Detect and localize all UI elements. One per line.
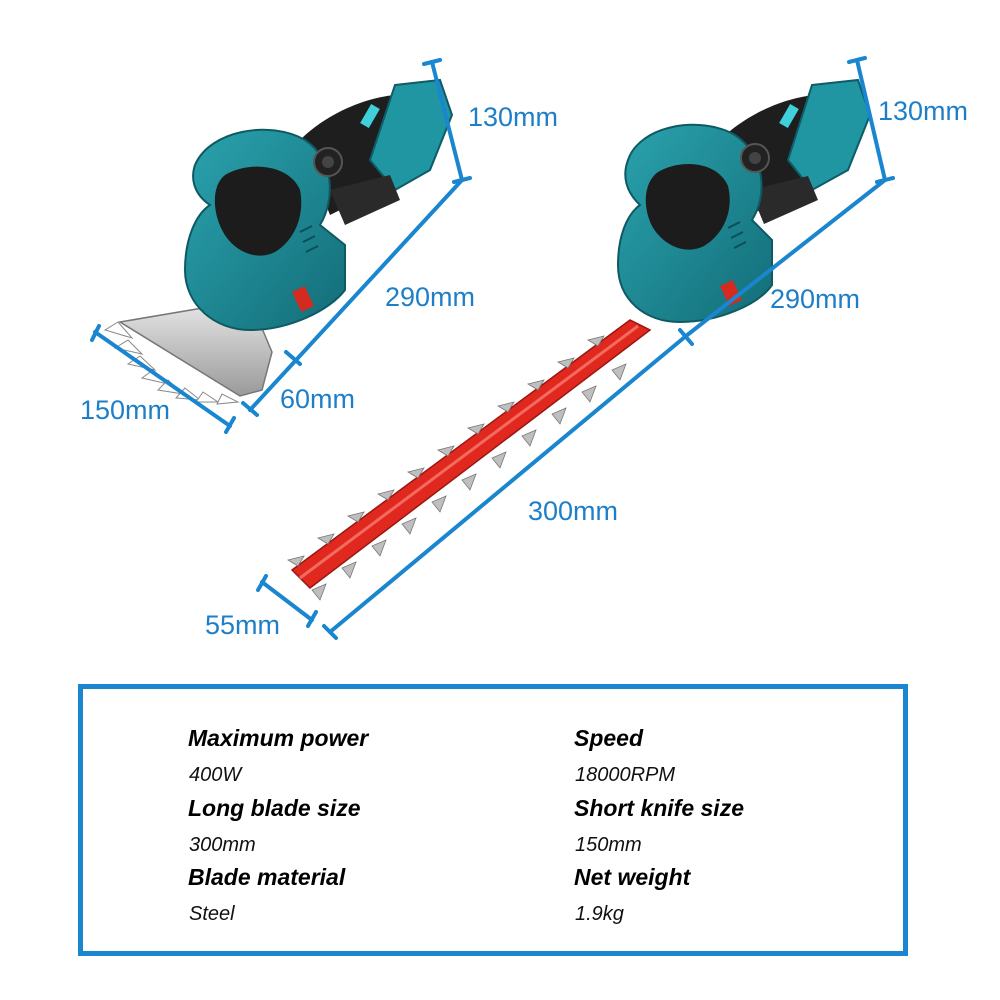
left-height-label: 130mm [468,102,559,132]
dimension-lines [90,56,895,640]
right-blade-width-label: 55mm [205,610,281,640]
right-height-label: 130mm [878,96,969,126]
weight-label: Net weight [574,864,691,890]
hedge-trimmer-icon [286,78,872,601]
spec-table: Maximum power 400W Long blade size 300mm… [78,684,908,956]
short-knife-value: 150mm [575,834,642,856]
max-power-value: 400W [189,764,242,786]
right-battery [786,78,872,192]
left-blade-depth-label: 60mm [280,384,356,414]
speed-value: 18000RPM [575,764,676,786]
weight-value: 1.9kg [575,903,624,925]
product-drawing [90,56,895,640]
grass-shear-icon [103,78,454,405]
long-blade-label: Long blade size [188,795,361,821]
right-blade-length-label: 300mm [528,496,619,526]
product-illustration: 130mm 290mm 60mm 150mm 130mm 290mm 300mm… [80,56,969,640]
right-length-label: 290mm [770,284,861,314]
long-blade-value: 300mm [189,834,256,856]
short-knife-label: Short knife size [574,795,744,821]
material-label: Blade material [188,864,346,890]
material-value: Steel [189,903,235,925]
left-blade-width-label: 150mm [80,395,171,425]
max-power-label: Maximum power [188,725,369,751]
speed-label: Speed [574,725,644,751]
left-battery [368,78,454,192]
left-length-label: 290mm [385,282,476,312]
long-blade [286,319,652,601]
